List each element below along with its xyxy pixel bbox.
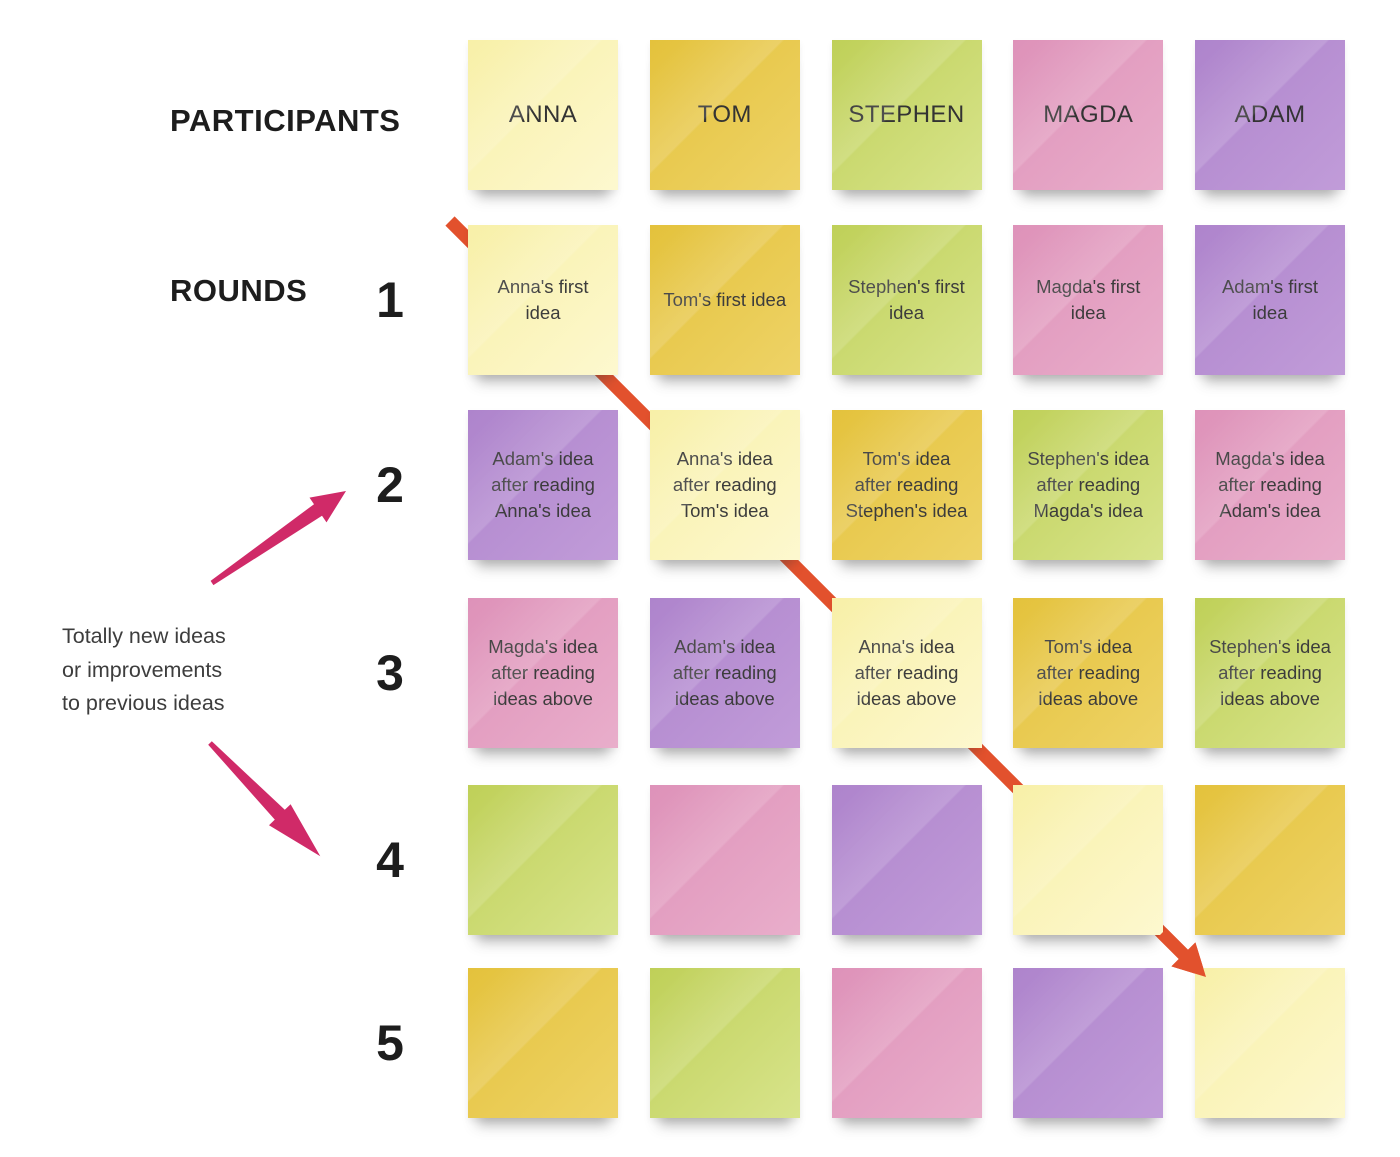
sticky-note-r5-c2 <box>649 968 800 1118</box>
arrow-down-right-icon <box>208 741 321 857</box>
participants-label: PARTICIPANTS <box>170 103 401 138</box>
round-number-1: 1 <box>376 272 404 328</box>
participant-note-anna: ANNA <box>468 40 618 190</box>
sticky-note-r1-c1: Anna's first idea <box>468 225 618 375</box>
note-text: Adam's first idea <box>1221 276 1319 323</box>
note-text: Anna's idea after reading ideas above <box>854 636 959 709</box>
sticky-note-r5-c3 <box>831 968 982 1118</box>
sticky-note-r4-c5 <box>1195 785 1345 935</box>
note-text: Stephen's idea after reading ideas above <box>1209 636 1331 709</box>
note-text: Adam's idea after reading Anna's idea <box>491 448 595 521</box>
note-text: Anna's idea after reading Tom's idea <box>672 448 777 521</box>
sticky-note-r3-c3: Anna's idea after reading ideas above <box>831 598 982 748</box>
sticky-note-r4-c3 <box>831 785 982 935</box>
sticky-note-r4-c2 <box>649 785 800 935</box>
participant-note-adam: ADAM <box>1195 40 1345 190</box>
participant-note-tom: TOM <box>649 40 800 190</box>
round-row-5 <box>468 968 1345 1118</box>
note-text: Anna's first idea <box>497 276 589 323</box>
round-row-2: Adam's idea after reading Anna's idea Ann… <box>468 410 1345 560</box>
round-row-3: Magda's idea after reading ideas above Ad… <box>468 598 1345 748</box>
note-text: Magda's first idea <box>1036 276 1141 323</box>
participant-name: STEPHEN <box>848 101 965 128</box>
note-text: Tom's idea after reading ideas above <box>1036 636 1141 709</box>
sticky-note-r4-c4 <box>1013 785 1164 935</box>
annotation-text: Totally new ideas or improvements to previ… <box>62 620 226 721</box>
sticky-note-r3-c2: Adam's idea after reading ideas above <box>649 598 800 748</box>
sticky-note-r1-c4: Magda's first idea <box>1013 225 1164 375</box>
sticky-note-r1-c3: Stephen's first idea <box>831 225 982 375</box>
round-number-2: 2 <box>376 457 404 513</box>
rounds-label: ROUNDS <box>170 273 308 308</box>
participants-row: ANNA TOM STEPHEN MAGDA ADAM <box>468 40 1345 190</box>
round-row-4 <box>468 785 1345 935</box>
note-text: Stephen's first idea <box>848 276 965 323</box>
arrow-up-right-icon <box>210 491 346 586</box>
round-number-5: 5 <box>376 1015 404 1071</box>
participant-note-stephen: STEPHEN <box>831 40 982 190</box>
sticky-note-r3-c5: Stephen's idea after reading ideas above <box>1195 598 1345 748</box>
participant-name: ADAM <box>1234 101 1306 128</box>
participant-name: ANNA <box>508 101 578 128</box>
sticky-note-r4-c1 <box>468 785 618 935</box>
round-row-1: Anna's first idea Tom's first idea Stephen… <box>468 225 1345 375</box>
sticky-note-r3-c1: Magda's idea after reading ideas above <box>468 598 618 748</box>
round-number-3: 3 <box>376 645 404 701</box>
sticky-note-r2-c3: Tom's idea after reading Stephen's idea <box>831 410 982 560</box>
sticky-note-r5-c1 <box>468 968 618 1118</box>
annotation-line: or improvements <box>62 657 223 682</box>
sticky-note-r1-c2: Tom's first idea <box>649 225 800 375</box>
note-text: Tom's first idea <box>663 289 787 310</box>
sticky-note-r1-c5: Adam's first idea <box>1195 225 1345 375</box>
annotation-line: to previous ideas <box>62 691 225 715</box>
note-text: Stephen's idea after reading Magda's ide… <box>1027 448 1150 521</box>
participant-note-magda: MAGDA <box>1013 40 1164 190</box>
note-text: Adam's idea after reading ideas above <box>672 636 777 709</box>
note-text: Magda's idea after reading ideas above <box>488 636 598 709</box>
note-text: Tom's idea after reading Stephen's idea <box>845 448 968 521</box>
sticky-note-r2-c4: Stephen's idea after reading Magda's ide… <box>1013 410 1164 560</box>
round-number-4: 4 <box>376 832 404 888</box>
sticky-note-r5-c5 <box>1195 968 1345 1118</box>
sticky-note-r2-c2: Anna's idea after reading Tom's idea <box>649 410 800 560</box>
sticky-note-r3-c4: Tom's idea after reading ideas above <box>1013 598 1164 748</box>
annotation-line: Totally new ideas <box>62 624 226 648</box>
participant-name: MAGDA <box>1043 101 1134 128</box>
note-text: Magda's idea after reading Adam's idea <box>1215 448 1325 521</box>
sticky-note-r2-c1: Adam's idea after reading Anna's idea <box>468 410 618 560</box>
sticky-note-r2-c5: Magda's idea after reading Adam's idea <box>1195 410 1345 560</box>
participant-name: TOM <box>697 101 752 128</box>
sticky-note-r5-c4 <box>1013 968 1164 1118</box>
